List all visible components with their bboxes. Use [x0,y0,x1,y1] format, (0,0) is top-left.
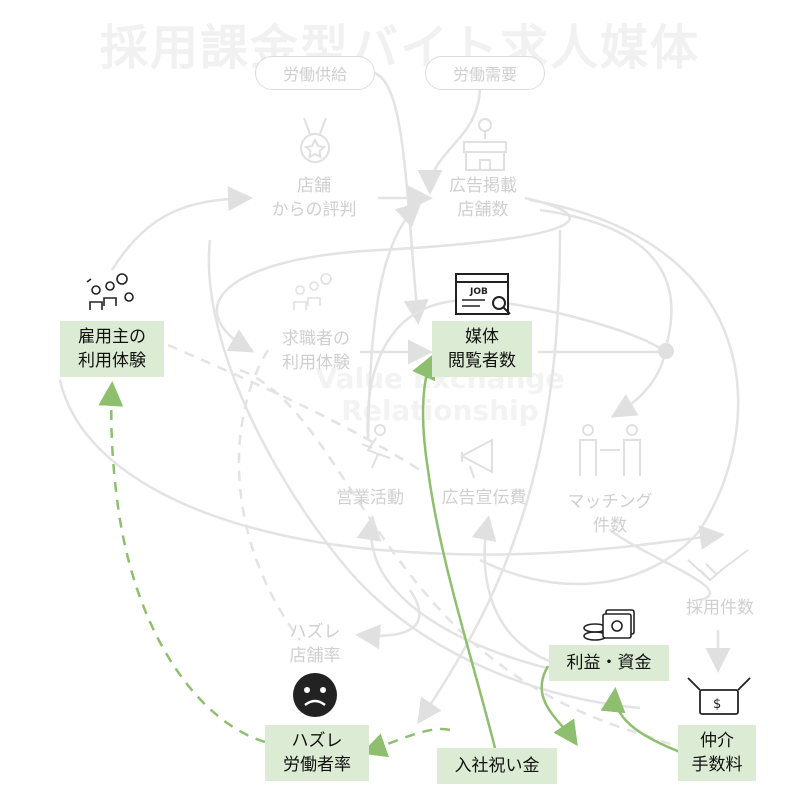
medal-icon [300,117,330,163]
node-bonus: 入社祝い金 [437,748,557,784]
node-miss-store: ハズレ 店舗率 [289,622,341,666]
labor-demand-pill: 労働需要 [425,56,545,90]
node-store-reputation: 店舗 からの評判 [271,176,357,220]
job-search-icon: JOB [455,273,511,315]
svg-text:$: $ [713,697,721,712]
handshake-icon [687,549,749,582]
background-dashed-arrows [167,343,681,750]
node-miss-worker: ハズレ 労働者率 [265,725,369,781]
people-reactions-faded-icon [293,273,332,310]
labor-supply-pill: 労働供給 [255,56,375,90]
sad-face-icon [293,673,337,717]
node-employer-experience: 雇用主の 利用体験 [60,321,164,377]
storefront-icon [463,118,507,171]
background-arrows [58,70,740,725]
junction-dot [658,343,674,359]
node-seeker-experience: 求職者の 利用体験 [282,329,350,373]
node-media-viewers: 媒体 閲覧者数 [432,321,532,377]
node-fee: 仲介 手数料 [678,725,756,781]
people-reactions-icon [86,273,134,310]
running-person-icon [361,424,391,469]
node-ad-stores: 広告掲載 店舗数 [449,176,517,220]
node-ad-cost: 広告宣伝費 [441,488,527,508]
node-hired: 採用件数 [686,598,754,618]
node-profit: 利益・資金 [549,645,669,681]
diagram-title: 採用課金型バイト求人媒体 [99,20,700,76]
megaphone-icon [459,438,493,479]
node-matching: マッチング 件数 [567,492,653,536]
coins-cash-icon [583,609,635,641]
active-arrows [412,353,681,754]
node-sales: 営業活動 [336,488,404,508]
watermark-line-2: Relationship [341,394,538,427]
svg-text:JOB: JOB [469,287,488,297]
people-matching-icon [579,424,641,476]
active-dashed-arrows [98,381,451,758]
money-wings-icon: $ [687,677,751,715]
